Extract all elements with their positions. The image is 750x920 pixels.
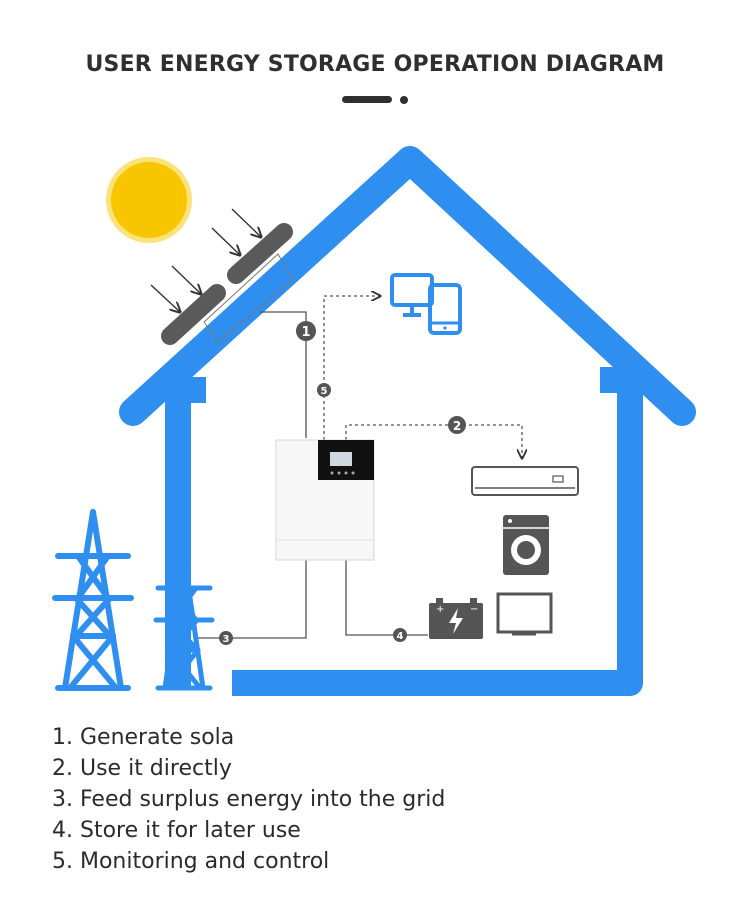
- sunlight-arrows-icon: [150, 208, 261, 312]
- steps-list: 1. Generate sola 2. Use it directly 3. F…: [52, 722, 445, 877]
- inverter-icon: [275, 439, 375, 561]
- marker-1: 1: [296, 321, 316, 341]
- svg-text:5: 5: [321, 386, 328, 397]
- svg-text:1: 1: [301, 325, 310, 340]
- marker-3: 3: [219, 631, 233, 645]
- svg-text:2: 2: [453, 419, 461, 433]
- power-tower-icon: [52, 509, 134, 691]
- smartphone-icon: [428, 283, 462, 335]
- step-item: 5. Monitoring and control: [52, 849, 330, 874]
- sun-icon: [106, 157, 192, 243]
- title-underline-bar: [342, 96, 392, 103]
- power-tower-icon: [153, 553, 215, 691]
- svg-text:−: −: [470, 604, 478, 615]
- house-outline: [119, 146, 696, 696]
- monitor-icon: [390, 273, 434, 317]
- solar-panel-icon: [161, 223, 294, 345]
- marker-2: 2: [448, 416, 466, 434]
- step-item: 1. Generate sola: [52, 725, 235, 750]
- battery-icon: + −: [429, 598, 483, 639]
- title-underline-dot: [400, 96, 408, 104]
- svg-text:3: 3: [223, 634, 230, 645]
- svg-text:4: 4: [397, 631, 404, 642]
- diagram-title: USER ENERGY STORAGE OPERATION DIAGRAM: [85, 52, 665, 77]
- svg-text:+: +: [436, 604, 444, 615]
- washing-machine-icon: [503, 515, 549, 575]
- air-conditioner-icon: [471, 466, 579, 496]
- tv-icon: [496, 592, 553, 636]
- step-markers: 1 5 2 3 4: [219, 321, 466, 645]
- marker-5: 5: [317, 383, 331, 397]
- marker-4: 4: [393, 628, 407, 642]
- step-item: 4. Store it for later use: [52, 818, 301, 843]
- step-item: 2. Use it directly: [52, 756, 232, 781]
- step-item: 3. Feed surplus energy into the grid: [52, 787, 446, 812]
